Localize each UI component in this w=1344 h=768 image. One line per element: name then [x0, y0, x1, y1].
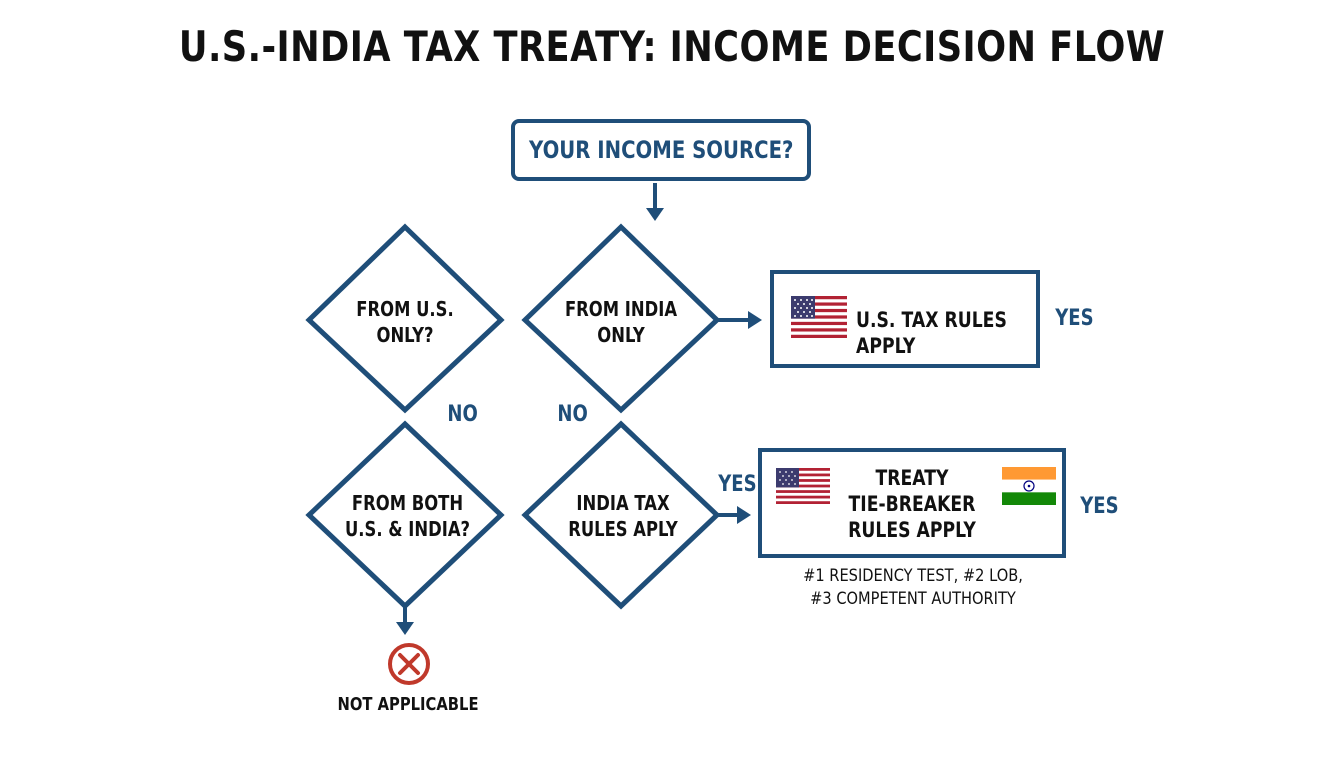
us-flag-icon — [791, 296, 847, 338]
edge-label-yes-into-treaty: YES — [718, 472, 757, 497]
edge-label-yes-us-rules: YES — [1055, 306, 1094, 331]
edge-label-yes-treaty-right: YES — [1080, 494, 1119, 519]
decision-line: FROM U.S. — [356, 297, 454, 321]
decision-label-india-only: FROM INDIA ONLY — [564, 296, 679, 348]
note-line: #3 COMPETENT AUTHORITY — [810, 589, 1016, 609]
connector-start-down — [646, 183, 664, 221]
decision-diamond-india-only — [521, 223, 721, 414]
decision-line: ONLY? — [376, 323, 434, 347]
outcome-us-text: U.S. TAX RULES APPLY — [856, 307, 1007, 359]
decision-line: RULES APLY — [568, 517, 678, 541]
outcome-treaty-text: TREATY TIE-BREAKER RULES APPLY — [830, 465, 994, 543]
page-title: U.S.-INDIA TAX TREATY: INCOME DECISION F… — [178, 22, 1166, 71]
outcome-treaty-tie-breaker: TREATY TIE-BREAKER RULES APPLY — [758, 448, 1066, 558]
decision-diamond-us-only — [305, 223, 505, 414]
outcome-line: APPLY — [856, 334, 916, 358]
x-circle-icon — [388, 643, 430, 685]
decision-line: U.S. & INDIA? — [344, 517, 471, 541]
india-flag-icon — [1002, 467, 1056, 505]
connector-both-to-not-applicable — [396, 606, 414, 635]
decision-label-india-rules: INDIA TAX RULES APLY — [562, 490, 685, 542]
note-line: #1 RESIDENCY TEST, #2 LOB, — [803, 566, 1023, 586]
us-flag-icon — [776, 468, 830, 504]
treaty-tie-breaker-note: #1 RESIDENCY TEST, #2 LOB, #3 COMPETENT … — [788, 565, 1037, 611]
connector-india-rules-to-treaty — [717, 506, 751, 524]
decision-line: ONLY — [597, 323, 645, 347]
outcome-line: RULES APPLY — [848, 518, 976, 542]
connector-india-only-to-us-rules — [717, 311, 762, 329]
decision-line: FROM BOTH — [351, 491, 464, 515]
start-label: YOUR INCOME SOURCE? — [528, 136, 794, 164]
edge-label-no-right: NO — [557, 402, 588, 427]
outcome-line: TREATY — [875, 466, 949, 490]
start-box: YOUR INCOME SOURCE? — [511, 119, 811, 181]
decision-diamond-india-rules — [521, 420, 721, 610]
decision-label-us-only: FROM U.S. ONLY? — [352, 296, 459, 348]
not-applicable-label: NOT APPLICABLE — [337, 694, 479, 715]
decision-line: INDIA TAX — [576, 491, 670, 515]
edge-label-no-left: NO — [447, 402, 478, 427]
decision-line: FROM INDIA — [564, 297, 678, 321]
outcome-line: TIE-BREAKER — [848, 492, 976, 516]
decision-label-both: FROM BOTH U.S. & INDIA? — [340, 490, 475, 542]
outcome-us-tax-rules: U.S. TAX RULES APPLY — [770, 270, 1040, 368]
outcome-line: U.S. TAX RULES — [856, 308, 1007, 332]
